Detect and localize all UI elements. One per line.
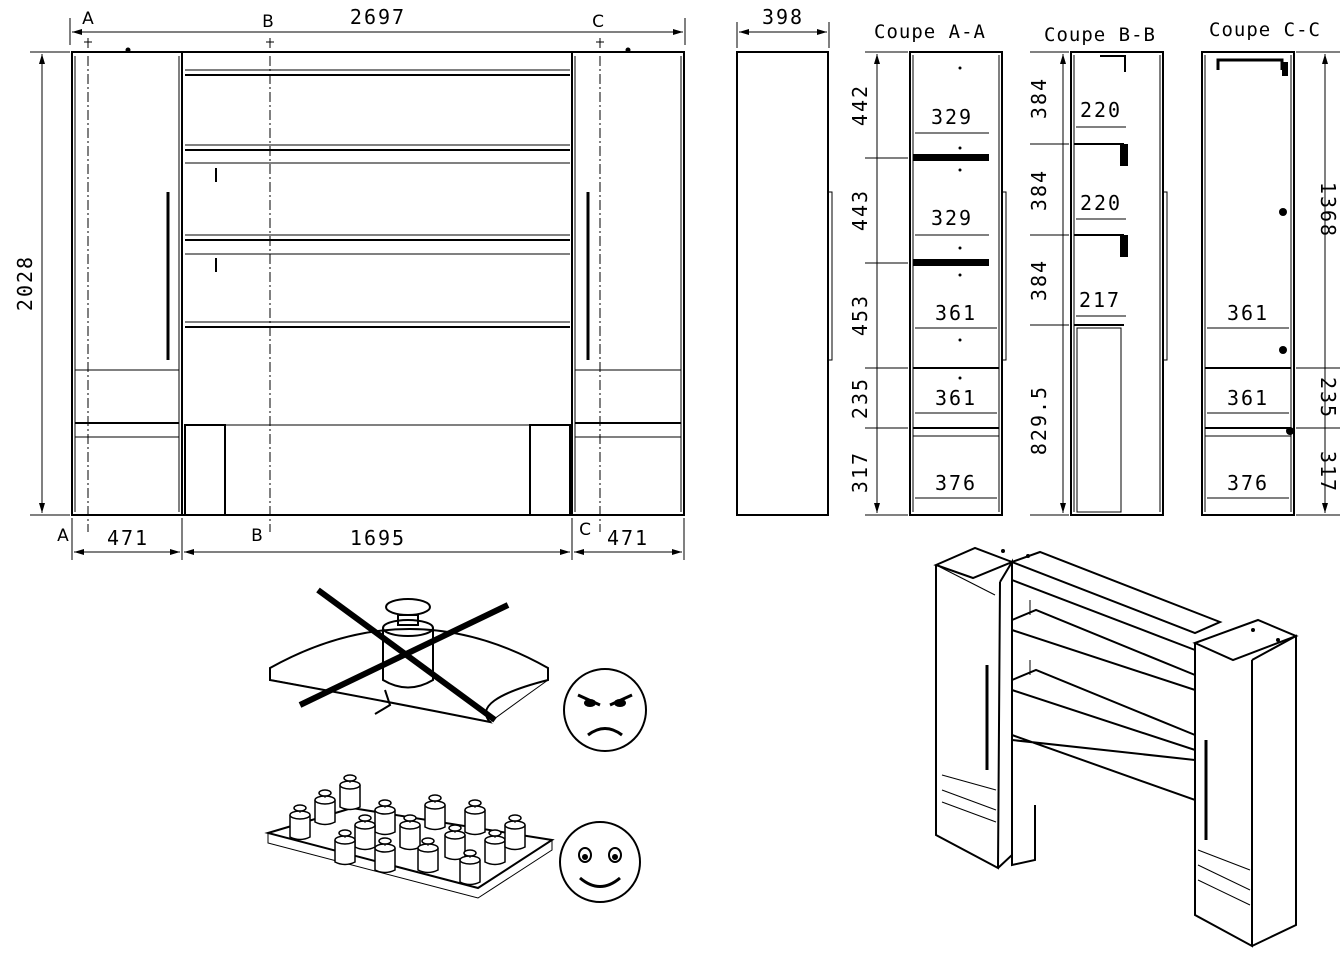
cc-width-2: 361: [1227, 386, 1269, 410]
cc-width-1: 361: [1227, 301, 1269, 325]
section-mark-a-top: A: [82, 9, 94, 29]
cc-height-1: 1368: [1316, 182, 1340, 238]
section-cc: Coupe C-C 1368 235 317 361 361 376: [1201, 19, 1340, 516]
weight-icon: [504, 814, 526, 851]
weight-icon: [314, 789, 336, 826]
section-mark-c-bottom: C: [579, 520, 591, 540]
bb-width-1: 220: [1080, 98, 1122, 122]
weight-icon: [354, 814, 376, 851]
section-bb: Coupe B-B 384 384 384 829.5 220 220 217: [1027, 24, 1168, 516]
aa-width-3: 361: [935, 301, 977, 325]
dim-depth: 398: [762, 5, 804, 29]
weight-icon: [424, 794, 446, 831]
bb-height-1: 384: [1027, 77, 1051, 119]
section-mark-c-top: C: [592, 12, 604, 32]
weight-icon: [334, 829, 356, 866]
cc-width-3: 376: [1227, 471, 1269, 495]
bb-height-2: 384: [1027, 169, 1051, 211]
smiley-face-icon: [559, 821, 641, 903]
section-bb-title: Coupe B-B: [1044, 24, 1156, 46]
section-mark-a-bottom: A: [57, 526, 69, 546]
aa-width-2: 329: [931, 206, 973, 230]
bb-width-3: 217: [1079, 288, 1121, 312]
cc-height-3: 317: [1316, 451, 1340, 493]
weight-icon: [417, 837, 439, 874]
aa-height-5: 317: [848, 451, 872, 493]
aa-width-1: 329: [931, 105, 973, 129]
isometric-view: [933, 546, 1299, 948]
aa-height-1: 442: [848, 84, 872, 126]
aa-height-3: 453: [848, 294, 872, 336]
dim-overall-height: 2028: [13, 255, 37, 311]
weight-icon: [374, 799, 396, 836]
weight-icon: [464, 799, 486, 836]
dim-right-column-width: 471: [607, 526, 649, 550]
front-view: 2697 2028: [13, 5, 686, 560]
section-mark-b-top: B: [262, 12, 274, 32]
aa-width-4: 361: [935, 386, 977, 410]
dim-middle-width: 1695: [350, 526, 406, 550]
weight-icon: [374, 837, 396, 874]
dim-left-column-width: 471: [107, 526, 149, 550]
aa-width-5: 376: [935, 471, 977, 495]
section-cc-title: Coupe C-C: [1209, 19, 1321, 41]
weight-icon: [339, 774, 361, 811]
side-view: 398: [736, 5, 833, 516]
section-aa-title: Coupe A-A: [874, 21, 986, 43]
section-aa: Coupe A-A 442 443 453 235 317: [848, 21, 1007, 516]
bb-width-2: 220: [1080, 191, 1122, 215]
distributed-weights: [289, 774, 526, 886]
bb-height-4: 829.5: [1027, 385, 1051, 455]
load-guidance-bad: [269, 587, 647, 752]
section-mark-b-bottom: B: [251, 526, 263, 546]
weight-icon: [289, 804, 311, 841]
angry-face-icon: [563, 668, 647, 752]
aa-height-4: 235: [848, 377, 872, 419]
dim-overall-width: 2697: [350, 5, 406, 29]
weight-icon: [399, 814, 421, 851]
weight-icon: [444, 824, 466, 861]
weight-icon: [459, 849, 481, 886]
weight-icon: [484, 829, 506, 866]
bb-height-3: 384: [1027, 259, 1051, 301]
aa-height-2: 443: [848, 189, 872, 231]
cc-height-2: 235: [1316, 377, 1340, 419]
load-guidance-good: [264, 774, 641, 903]
